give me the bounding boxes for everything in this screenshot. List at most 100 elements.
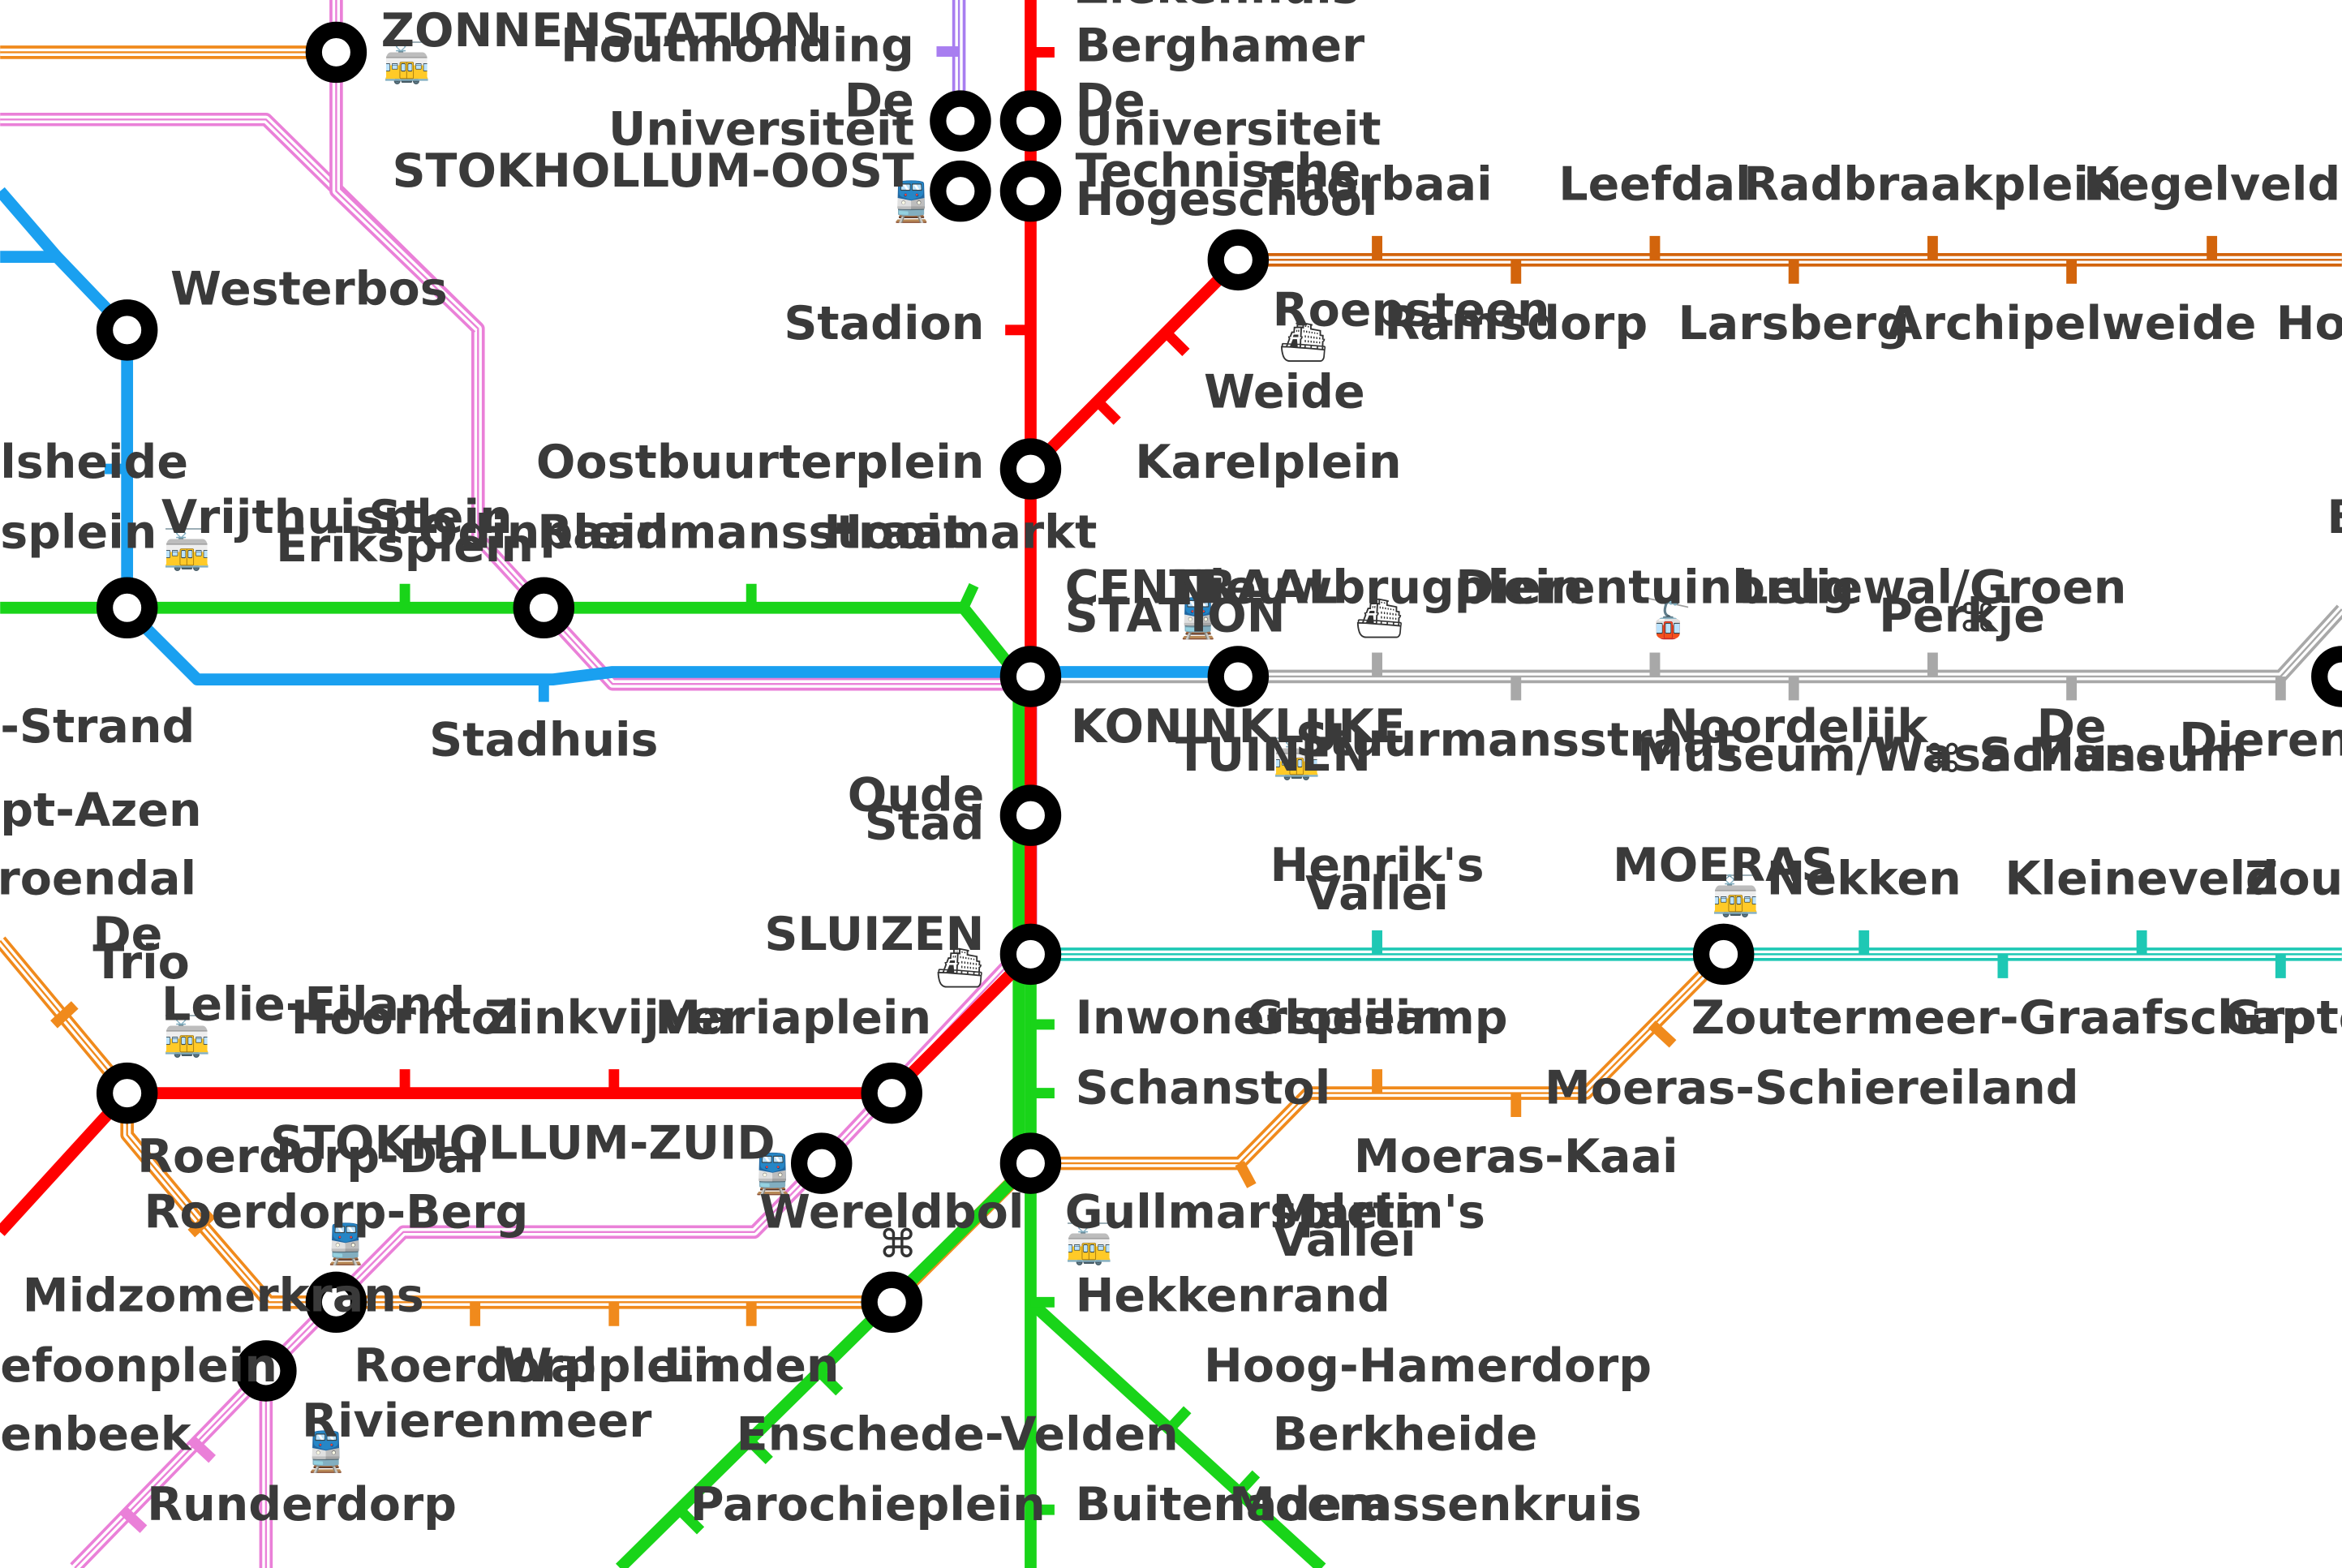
label-roerdorp: Roerdorp [354, 1339, 596, 1393]
label-gullmarsplein: Gullmarsplein [1065, 1185, 1427, 1239]
label-azen-edge: pt-Azen [0, 784, 201, 837]
label-archipelweide: Archipelweide [1887, 297, 2257, 350]
label-inwonersplein: Inwonersplein [1076, 991, 1444, 1045]
label-sluizen: SLUIZEN [764, 908, 984, 961]
tick-enschede-velden [744, 1436, 773, 1465]
tick-enbeek [187, 1435, 216, 1463]
label-de-trio-1: De [92, 908, 162, 961]
label-stuurmansstraat: Stuurmansstraat [1296, 714, 1737, 767]
label-groendal: Groendal [0, 853, 196, 906]
label-karelplein: Karelplein [1135, 436, 1401, 489]
label-strand-edge: -Strand [0, 700, 195, 754]
label-thorbaai: Thorbaai [1261, 158, 1492, 212]
label-koninklijke-1: KONINKLIJKE [1071, 700, 1406, 754]
label-zoutermeer-graafschap: Zoutermeer-Graafschap [1691, 991, 2314, 1045]
label-leliewal-2: Perkje [1879, 590, 2045, 643]
station-wereldbol[interactable] [861, 1271, 922, 1334]
station-zonnenstation[interactable] [305, 21, 367, 84]
station-mariaplein[interactable] [861, 1062, 922, 1124]
station-roerdorp-berg[interactable] [305, 1271, 367, 1334]
station-de-universiteit-west[interactable] [930, 90, 991, 152]
cable-car-icon: 🚡 [1643, 596, 1691, 642]
tick-weide [1161, 328, 1190, 357]
label-lelie-eiland: Lelie-Eiland [161, 977, 466, 1031]
label-houtmonding: Houtmonding [561, 19, 914, 72]
label-oostbuurterplein: Oostbuurterplein [536, 436, 984, 489]
tram-icon: 🚋 [163, 1014, 212, 1059]
tick-hooimarkt [958, 582, 979, 610]
station-odinplein[interactable] [513, 577, 575, 639]
station-vrijthuisplein-west[interactable] [96, 577, 158, 639]
label-oude-stad-2: Stad [865, 797, 985, 851]
station-stokhollum-oost[interactable] [930, 160, 991, 222]
label-ramsdorp: Ramsdorp [1384, 297, 1648, 350]
tick-martins-vallei [1235, 1161, 1257, 1188]
label-de-schans-2: Schans [1979, 728, 2164, 782]
station-stokhollum-zuid[interactable] [790, 1132, 853, 1194]
station-rivierenmeer[interactable] [235, 1340, 297, 1402]
station-edge-east[interactable] [2311, 646, 2342, 707]
tick-linden [814, 1367, 844, 1396]
label-leliewal-1: Leliewal/Groen [1738, 561, 2126, 615]
label-de-universiteit-e-1: De [1076, 75, 1145, 128]
label-roerdorp-dal: Roerdorp-Dal [137, 1130, 484, 1184]
label-technische-1: Technische [1076, 144, 1361, 198]
label-odinplein: Odinplein [419, 506, 669, 560]
label-hoorntol: Hoorntol [291, 991, 519, 1045]
label-kleineveld: Kleineveld [2005, 853, 2279, 906]
label-heide-edge: lsheide [0, 436, 188, 489]
tick-berkheide [1234, 1470, 1261, 1497]
label-hoog-hamerdorp: Hoog-Hamerdorp [1204, 1339, 1652, 1393]
label-dierentuinbrug: Dierentuinbrug [1455, 561, 1854, 615]
label-de-universiteit-e-2: Universiteit [1076, 103, 1382, 157]
station-westerbos[interactable] [96, 299, 158, 361]
label-ziekenhuis: Ziekenhuis [1076, 0, 1360, 15]
label-centraal-2: STATION [1065, 590, 1286, 643]
label-leefdal: Leefdal [1558, 158, 1751, 212]
station-moeras[interactable] [1692, 923, 1755, 986]
label-westerbos: Westerbos [170, 263, 448, 316]
label-efoonplein-edge: efoonplein [0, 1339, 277, 1393]
train-icon: 🚆 [1174, 596, 1223, 642]
label-moeras-kaai: Moeras-Kaai [1354, 1130, 1678, 1184]
station-gullmarsplein[interactable] [999, 1132, 1062, 1194]
station-oostbuurterplein[interactable] [999, 438, 1062, 500]
label-enbeek-edge: enbeek [0, 1408, 193, 1462]
tram-icon: 🚋 [1712, 874, 1760, 919]
label-de-universiteit-w-1: De [844, 75, 914, 128]
tick-karelplein [1092, 396, 1121, 425]
label-weide: Weide [1204, 366, 1365, 419]
label-roepsteen: Roepsteen [1273, 283, 1550, 337]
tick-parochieplein [676, 1506, 705, 1535]
tram-icon: 🚋 [163, 527, 212, 573]
ferry-icon: ⛴ [1278, 320, 1328, 365]
label-stadhuis: Stadhuis [429, 714, 658, 767]
station-centraal-station[interactable] [999, 646, 1062, 707]
station-koninklijke-tuinen[interactable] [1207, 646, 1270, 707]
station-oude-stad[interactable] [999, 784, 1062, 846]
station-lelie-eiland[interactable] [96, 1062, 158, 1124]
label-buitenadem: Buitenadem [1076, 1478, 1390, 1531]
label-oude-stad-1: Oude [848, 769, 985, 823]
station-technische-hogeschool[interactable] [999, 160, 1062, 222]
train-icon: 🚆 [887, 179, 936, 225]
station-sluizen[interactable] [999, 923, 1062, 986]
label-stadion: Stadion [784, 297, 984, 350]
blue-line [0, 187, 1239, 685]
label-de-trio-2: Trio [92, 936, 190, 990]
station-roepsteen[interactable] [1207, 229, 1270, 291]
tick-roerdorp-berg [187, 1209, 216, 1238]
tick-de-trio [50, 1001, 79, 1029]
tick-hoog-hamerdorp [1165, 1406, 1192, 1433]
label-mariaplein: Mariaplein [655, 991, 931, 1045]
train-icon: 🚆 [302, 1429, 350, 1475]
label-stokhollum-oost: STOKHOLLUM-OOST [392, 144, 913, 198]
label-hekkenrand: Hekkenrand [1076, 1269, 1390, 1322]
label-roerdorp-berg: Roerdorp-Berg [144, 1185, 529, 1239]
label-kegelveld: Kegelveld [2083, 158, 2340, 212]
label-parochieplein: Parochieplein [690, 1478, 1046, 1531]
label-zouterm-edge: Zouterm [2245, 853, 2342, 906]
station-de-universiteit-east[interactable] [999, 90, 1062, 152]
